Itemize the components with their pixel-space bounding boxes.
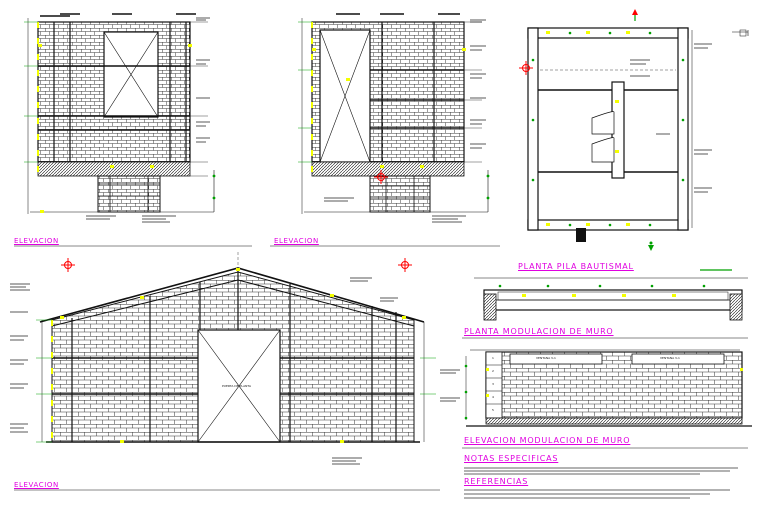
axis-marker-icon xyxy=(398,258,412,272)
window-label-2: VENTANA V-1 xyxy=(660,356,680,360)
axis-marker-icon xyxy=(61,258,75,272)
planta-modulacion-title: PLANTA MODULACION DE MURO xyxy=(464,327,614,336)
elevation-3-title: ELEVACION xyxy=(14,481,59,489)
planta-pila-title: PLANTA PILA BAUTISMAL xyxy=(518,262,634,271)
axis-marker-icon xyxy=(374,170,388,184)
row-number: 5 xyxy=(492,408,494,412)
elevation-1-title: ELEVACION xyxy=(14,237,59,245)
referencias-title: REFERENCIAS xyxy=(464,477,529,486)
elevacion-modulacion xyxy=(462,337,752,449)
window-label-1: VENTANA V-1 xyxy=(536,356,556,360)
north-arrow-icon xyxy=(648,241,654,251)
gable-elevation xyxy=(10,252,460,491)
notes-lines xyxy=(464,467,738,499)
row-number: 4 xyxy=(492,395,494,399)
elevation-2 xyxy=(270,13,500,247)
elevation-1 xyxy=(14,13,252,247)
elevacion-modulacion-title: ELEVACION MODULACION DE MURO xyxy=(464,436,631,445)
row-number: 1 xyxy=(492,356,494,360)
door-label: PUERTA DE PLANTA xyxy=(222,384,252,388)
axis-marker-icon xyxy=(519,61,533,75)
plan-top-right xyxy=(527,27,749,242)
planta-pila xyxy=(474,269,748,321)
notas-especificas-title: NOTAS ESPECIFICAS xyxy=(464,454,559,463)
row-number: 2 xyxy=(492,369,494,373)
row-number: 3 xyxy=(492,382,494,386)
north-arrow-icon xyxy=(632,9,638,21)
elevation-2-title: ELEVACION xyxy=(274,237,319,245)
